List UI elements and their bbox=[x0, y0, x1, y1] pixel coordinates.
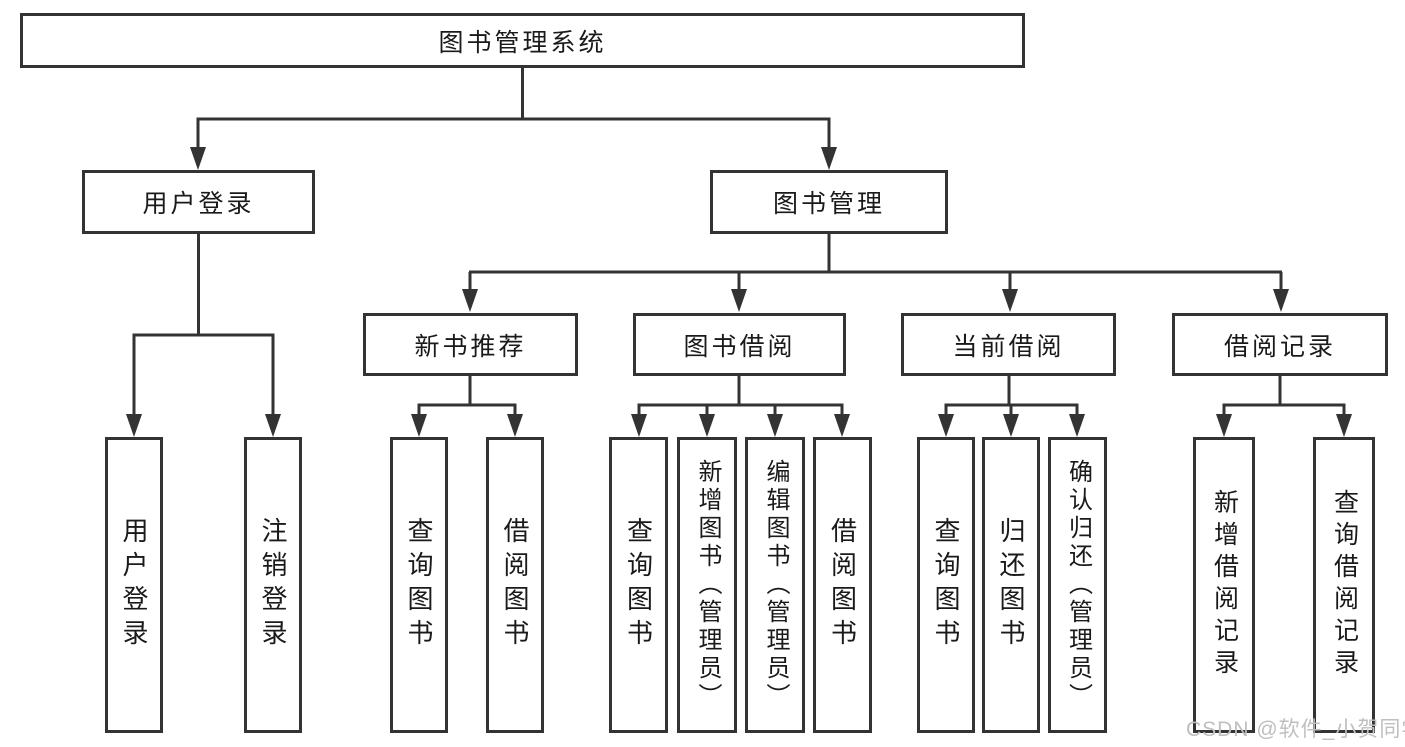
leaf-currentborrow-confirm: 确认归还（管理员） bbox=[1048, 437, 1107, 733]
leaf-borrowrecords-add: 新增借阅记录 bbox=[1193, 437, 1255, 733]
node-current-borrow: 当前借阅 bbox=[901, 313, 1116, 376]
node-current-borrow-label: 当前借阅 bbox=[952, 332, 1065, 361]
leaf-newbooks-borrow-label: 借阅图书 bbox=[500, 517, 530, 653]
leaf-borrowrecords-add-label: 新增借阅记录 bbox=[1210, 489, 1239, 681]
node-book-borrow-label: 图书借阅 bbox=[683, 332, 796, 361]
leaf-bookborrow-edit-label: 编辑图书（管理员） bbox=[762, 459, 789, 711]
node-user-login: 用户登录 bbox=[82, 170, 315, 234]
node-new-books: 新书推荐 bbox=[363, 313, 578, 376]
arrowhead-icon bbox=[938, 414, 954, 437]
leaf-borrowrecords-query-label: 查询借阅记录 bbox=[1330, 489, 1359, 681]
node-root-label: 图书管理系统 bbox=[438, 28, 607, 57]
arrowhead-icon bbox=[411, 414, 427, 437]
leaf-newbooks-borrow: 借阅图书 bbox=[486, 437, 544, 733]
leaf-newbooks-query: 查询图书 bbox=[390, 437, 448, 733]
csdn-watermark: CSDN @软件_小贺同学 bbox=[1186, 718, 1405, 741]
leaf-currentborrow-query: 查询图书 bbox=[917, 437, 975, 733]
arrowhead-icon bbox=[1336, 414, 1352, 437]
arrowhead-icon bbox=[834, 414, 850, 437]
arrowhead-icon bbox=[507, 414, 523, 437]
arrowhead-icon bbox=[126, 414, 142, 437]
node-new-books-label: 新书推荐 bbox=[414, 332, 527, 361]
arrowhead-icon bbox=[699, 414, 715, 437]
leaf-logout: 注销登录 bbox=[244, 437, 302, 733]
leaf-user-login: 用户登录 bbox=[105, 437, 163, 733]
leaf-bookborrow-borrow-label: 借阅图书 bbox=[827, 517, 858, 653]
leaf-currentborrow-return-label: 归还图书 bbox=[996, 517, 1026, 653]
node-book-mgmt: 图书管理 bbox=[710, 170, 948, 234]
leaf-currentborrow-confirm-label: 确认归还（管理员） bbox=[1064, 459, 1092, 711]
arrowhead-icon bbox=[190, 147, 206, 170]
leaf-logout-label: 注销登录 bbox=[258, 517, 288, 653]
arrowhead-icon bbox=[767, 414, 783, 437]
arrowhead-icon bbox=[731, 289, 747, 312]
node-book-borrow: 图书借阅 bbox=[633, 313, 846, 376]
leaf-newbooks-query-label: 查询图书 bbox=[404, 517, 434, 653]
arrowhead-icon bbox=[1003, 414, 1019, 437]
leaf-currentborrow-return: 归还图书 bbox=[982, 437, 1040, 733]
arrowhead-icon bbox=[1216, 414, 1232, 437]
leaf-user-login-label: 用户登录 bbox=[119, 517, 149, 653]
leaf-bookborrow-add-label: 新增图书（管理员） bbox=[694, 459, 721, 711]
leaf-bookborrow-query-label: 查询图书 bbox=[623, 517, 654, 653]
node-user-login-label: 用户登录 bbox=[142, 190, 255, 218]
leaf-currentborrow-query-label: 查询图书 bbox=[931, 517, 961, 653]
node-borrow-records: 借阅记录 bbox=[1172, 313, 1388, 376]
leaf-borrowrecords-query: 查询借阅记录 bbox=[1313, 437, 1375, 733]
leaf-bookborrow-edit: 编辑图书（管理员） bbox=[745, 437, 805, 733]
node-book-mgmt-label: 图书管理 bbox=[772, 190, 885, 218]
arrowhead-icon bbox=[1273, 289, 1289, 312]
arrowhead-icon bbox=[631, 414, 647, 437]
arrowhead-icon bbox=[1002, 289, 1018, 312]
leaf-bookborrow-query: 查询图书 bbox=[609, 437, 668, 733]
node-root: 图书管理系统 bbox=[20, 13, 1025, 68]
arrowhead-icon bbox=[821, 147, 837, 170]
arrowhead-icon bbox=[265, 414, 281, 437]
arrowhead-icon bbox=[1069, 414, 1085, 437]
arrowhead-icon bbox=[462, 289, 478, 312]
leaf-bookborrow-borrow: 借阅图书 bbox=[813, 437, 872, 733]
leaf-bookborrow-add: 新增图书（管理员） bbox=[677, 437, 737, 733]
node-borrow-records-label: 借阅记录 bbox=[1223, 332, 1336, 361]
